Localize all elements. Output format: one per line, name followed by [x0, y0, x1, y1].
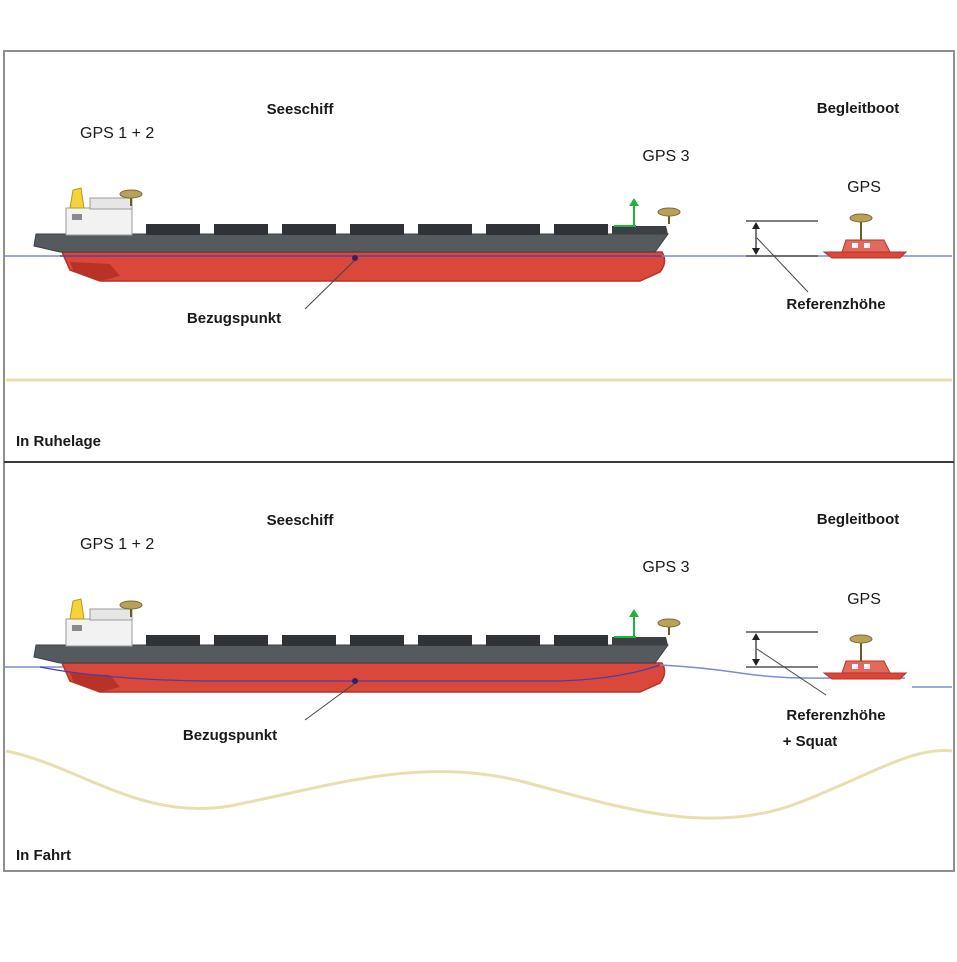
panel-1-escort-gps-label: GPS: [847, 179, 881, 196]
ship-hull: [60, 662, 666, 693]
escort-gps-antenna-icon-dish: [849, 213, 873, 223]
ship-forecastle: [612, 637, 668, 645]
panel-2-state-label: In Fahrt: [16, 847, 71, 864]
panel-1-gps3-label: GPS 3: [642, 148, 690, 165]
escort-gps-antenna-icon: [849, 634, 873, 651]
panel-2-height-label-2: + Squat: [782, 733, 838, 750]
ship-hatch: [486, 224, 540, 235]
ship-hatch: [350, 224, 404, 235]
ship-deck: [33, 233, 669, 253]
height-arrow-down-icon: [752, 248, 760, 255]
panel-1-state-label: In Ruhelage: [16, 433, 102, 450]
panel-2-height-label: Referenzhöhe: [786, 707, 886, 724]
height-leader: [756, 648, 827, 696]
ship-hatch: [554, 224, 608, 235]
height-arrow-down-icon: [752, 659, 760, 666]
height-arrow-up-icon: [752, 633, 760, 640]
panel-1-escort-label: Begleitboot: [816, 100, 900, 117]
reference-point-leader: [304, 260, 355, 310]
reference-point-leader: [304, 683, 355, 721]
ship-hatch: [486, 635, 540, 646]
panel-2-escort-label: Begleitboot: [816, 511, 900, 528]
panel-2-gps3-label: GPS 3: [642, 559, 690, 576]
seabed-line: [5, 749, 953, 820]
ship-funnel: [69, 187, 85, 209]
gps3-antenna-icon-dish: [657, 618, 681, 628]
panel-2-escort-gps-label: GPS: [847, 591, 881, 608]
gps3-arrow-head-icon: [629, 198, 639, 206]
ship-hatch: [350, 635, 404, 646]
ship-superstructure: [65, 207, 133, 236]
panel-1-reference-point-label: Bezugspunkt: [186, 310, 282, 327]
ship-hatch: [282, 635, 336, 646]
escort-boat-hull: [822, 251, 908, 259]
panel-2-gps12-label: GPS 1 + 2: [80, 536, 155, 553]
gps12-antenna-icon-dish: [119, 189, 143, 199]
ship-funnel: [69, 598, 85, 620]
ship-window: [72, 214, 82, 220]
ship-hatch: [214, 224, 268, 235]
ship-hatch: [418, 635, 472, 646]
escort-boat-window: [864, 664, 870, 669]
ship-hatch: [146, 635, 200, 646]
ship-hull: [60, 251, 666, 282]
panel-2-ship-label: Seeschiff: [266, 512, 334, 529]
gps12-antenna-icon-dish: [119, 600, 143, 610]
ship-hatch: [282, 224, 336, 235]
panel-1-height-label: Referenzhöhe: [786, 296, 886, 313]
ship-stern-shade: [70, 673, 120, 692]
ship-hatch: [214, 635, 268, 646]
reference-line: [39, 664, 661, 682]
escort-boat-window: [852, 664, 858, 669]
panel-2-reference-point-label: Bezugspunkt: [182, 727, 278, 744]
water-line-right: [659, 664, 905, 679]
escort-boat-hull: [822, 672, 908, 680]
panel-1-ship-label: Seeschiff: [266, 101, 334, 118]
gps3-antenna-icon: [657, 207, 681, 224]
escort-gps-antenna-icon-dish: [849, 634, 873, 644]
ship-window: [72, 625, 82, 631]
gps3-antenna-icon-dish: [657, 207, 681, 217]
gps3-antenna-icon: [657, 618, 681, 635]
escort-gps-antenna-icon: [849, 213, 873, 230]
gps3-arrow-head-icon: [629, 609, 639, 617]
panel-1-scene: [4, 187, 952, 382]
ship-forecastle: [612, 226, 668, 234]
ship-stern-shade: [70, 262, 120, 281]
panel-1-gps12-label: GPS 1 + 2: [80, 125, 155, 142]
ship-hatch: [146, 224, 200, 235]
escort-boat-window: [864, 243, 870, 248]
ship-hatch: [418, 224, 472, 235]
escort-boat-window: [852, 243, 858, 248]
reference-point-marker: [352, 255, 358, 261]
reference-point-marker: [352, 678, 358, 684]
ship-deck: [33, 644, 669, 664]
gps12-antenna-icon: [119, 600, 143, 617]
height-arrow-up-icon: [752, 222, 760, 229]
ship-bridge: [89, 608, 133, 621]
panel-2-scene: [4, 598, 953, 820]
ship-hatch: [554, 635, 608, 646]
height-leader: [756, 237, 809, 293]
ship-superstructure: [65, 618, 133, 647]
gps12-antenna-icon: [119, 189, 143, 206]
ship-bridge: [89, 197, 133, 210]
